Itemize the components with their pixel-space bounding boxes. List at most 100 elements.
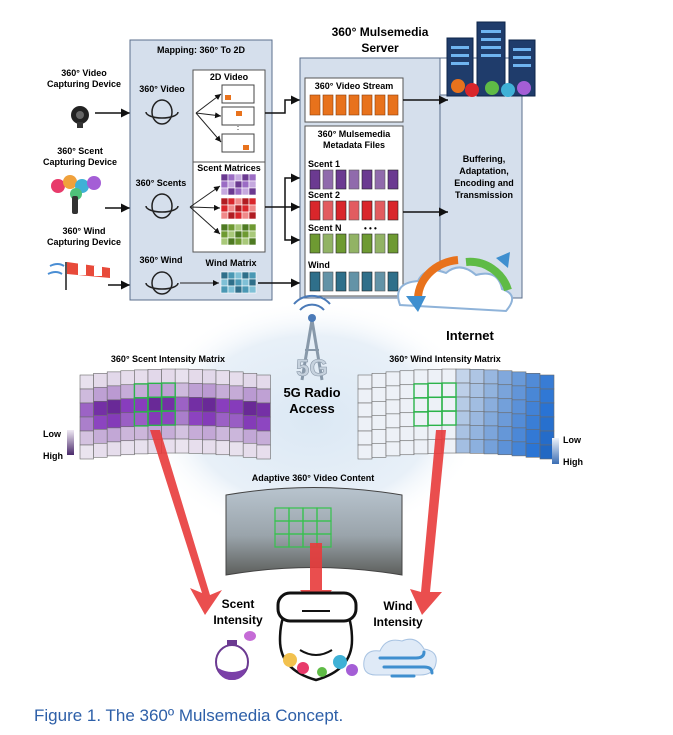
matrix-cell bbox=[134, 397, 149, 413]
matrix-cell bbox=[161, 368, 176, 384]
matrix-cell bbox=[441, 382, 457, 398]
processing-line-3: Encoding and bbox=[454, 178, 514, 188]
matrix-cell bbox=[120, 440, 135, 456]
head-360-icon-wind bbox=[145, 271, 179, 295]
matrix-cell bbox=[455, 438, 471, 454]
matrix-cell bbox=[497, 384, 513, 400]
wind-mini-cell bbox=[227, 285, 236, 294]
matrix-cell bbox=[511, 399, 527, 415]
processing-line-2: Adaptation, bbox=[459, 166, 509, 176]
matrix-cell bbox=[242, 428, 258, 444]
matrix-cell bbox=[371, 428, 387, 444]
matrix-cell bbox=[134, 425, 149, 441]
scent-mini-cell bbox=[220, 180, 229, 189]
video-stream-label: 360° Video Stream bbox=[315, 81, 393, 91]
matrix-cell bbox=[539, 444, 555, 460]
matrix-cell bbox=[469, 439, 485, 454]
wind-mini-cell bbox=[234, 278, 243, 287]
scent-mini-cell bbox=[248, 173, 257, 182]
matrix-cell bbox=[215, 440, 230, 456]
scent-mini-cell bbox=[227, 230, 236, 239]
video-stream-block bbox=[387, 94, 399, 116]
scent-mini-cell bbox=[241, 237, 250, 246]
matrix-cell bbox=[357, 430, 373, 446]
scent-mini-cell bbox=[248, 197, 257, 206]
matrix-cell bbox=[93, 442, 108, 458]
matrix-cell bbox=[455, 396, 471, 412]
matrix-cell bbox=[161, 382, 176, 398]
video-stream-block bbox=[361, 94, 373, 116]
matrix-cell bbox=[455, 382, 471, 398]
scent-mini-cell bbox=[241, 197, 250, 206]
scent-mini-cell bbox=[220, 197, 229, 206]
metadata-block bbox=[374, 200, 386, 221]
scent-mini-cell bbox=[234, 187, 243, 196]
figure-caption: Figure 1. The 360º Mulsemedia Concept. bbox=[34, 706, 344, 725]
matrix-cell bbox=[357, 388, 373, 404]
matrix-cell bbox=[511, 427, 527, 443]
matrix-cell bbox=[202, 425, 217, 441]
matrix-cell bbox=[483, 383, 499, 399]
matrix-cell bbox=[215, 384, 230, 400]
radio-tower-icon: 5G bbox=[293, 294, 331, 382]
wind-legend-low: Low bbox=[563, 435, 582, 445]
scent-mini-cell bbox=[248, 211, 257, 220]
matrix-cell bbox=[256, 430, 271, 446]
matrix-cell bbox=[497, 426, 513, 442]
wind-mini-cell bbox=[248, 278, 257, 287]
video-viewport-grid bbox=[274, 507, 332, 548]
matrix-cell bbox=[147, 383, 162, 398]
scent-mini-cell bbox=[220, 230, 229, 239]
matrix-cell bbox=[399, 426, 415, 442]
matrix-cell bbox=[202, 383, 217, 399]
metadata-block bbox=[335, 169, 347, 190]
video-capturing-device: 360° Video Capturing Device bbox=[47, 68, 130, 128]
wind-mini-cell bbox=[227, 278, 236, 287]
matrix-cell bbox=[525, 414, 541, 430]
video-content-panorama bbox=[225, 487, 403, 576]
scent-mini-cell bbox=[227, 211, 236, 220]
metadata-block bbox=[348, 200, 360, 221]
wind-intensity-arrow bbox=[410, 430, 446, 615]
matrix-cell bbox=[427, 411, 443, 426]
radio-label-2: Access bbox=[289, 401, 335, 416]
matrix-cell bbox=[229, 399, 244, 415]
scent-1-label: Scent 1 bbox=[308, 159, 340, 169]
matrix-cell bbox=[483, 425, 499, 441]
matrix-cell bbox=[455, 424, 471, 440]
scent-mini-cell bbox=[227, 197, 236, 206]
matrix-cell bbox=[371, 386, 387, 402]
matrix-cell bbox=[93, 400, 108, 416]
metadata-block bbox=[387, 200, 399, 221]
server-title-2: Server bbox=[361, 41, 399, 55]
scent-ellipsis: • • • bbox=[364, 224, 377, 233]
scent-mini-cell bbox=[234, 237, 243, 246]
matrix-cell bbox=[441, 410, 457, 426]
metadata-block bbox=[374, 169, 386, 190]
matrix-cell bbox=[413, 383, 429, 399]
metadata-block bbox=[322, 271, 334, 292]
metadata-block bbox=[361, 169, 373, 190]
matrix-cell bbox=[188, 425, 203, 440]
matrix-cell bbox=[539, 402, 555, 418]
scent-mini-cell bbox=[227, 223, 236, 232]
matrix-cell bbox=[229, 413, 244, 429]
wind-mini-cell bbox=[241, 285, 250, 294]
matrix-cell bbox=[79, 416, 94, 432]
scent-intensity-arrow bbox=[150, 430, 222, 615]
server-title-1: 360° Mulsemedia bbox=[332, 25, 429, 39]
video-2d-label: 2D Video bbox=[210, 72, 249, 82]
metadata-block bbox=[335, 233, 347, 254]
matrix-cell bbox=[229, 427, 244, 443]
metadata-block bbox=[309, 200, 321, 221]
scent-intensity-label-2: Intensity bbox=[213, 613, 263, 627]
matrix-cell bbox=[371, 400, 387, 416]
scent-mini-cell bbox=[227, 187, 236, 196]
scent-mini-cell bbox=[248, 187, 257, 196]
matrix-cell bbox=[455, 368, 471, 384]
matrix-cell bbox=[79, 388, 94, 404]
metadata-block bbox=[387, 169, 399, 190]
scent-molecules-icon bbox=[51, 175, 101, 214]
matrix-cell bbox=[427, 397, 443, 412]
